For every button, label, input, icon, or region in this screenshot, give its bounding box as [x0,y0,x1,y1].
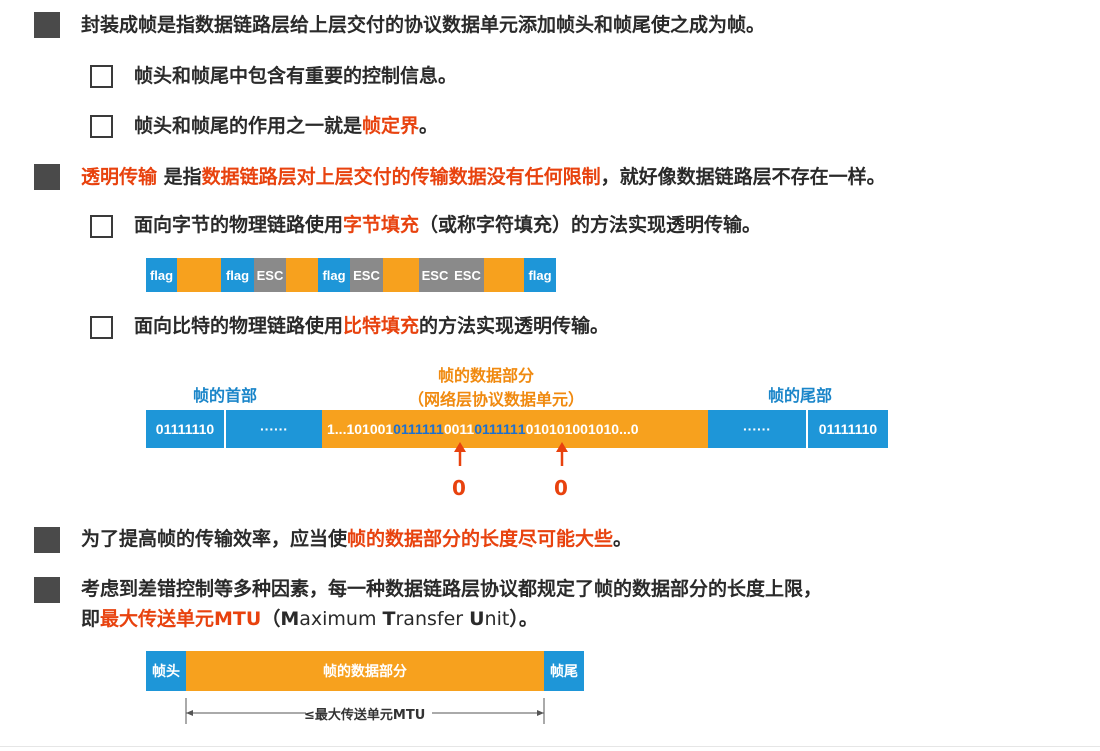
paren-close: ）。 [509,608,538,630]
arrow-head-2 [556,442,568,452]
stuffed-zero-arrows [454,442,568,466]
head-dots: ······ [226,410,322,448]
data-bits-d: 011 [451,421,475,437]
mtu-u: U [469,608,485,630]
bullet-square-icon [34,577,60,603]
bullet1-text: 封装成帧是指数据链路层给上层交付的协议数据单元添加帧头和帧尾使之成为帧。 [81,14,766,36]
stuffed-zero-label-2: 0 [554,476,568,500]
frame-head-label: 帧的首部 [193,386,258,405]
separator [806,410,808,448]
flag-cell: flag [146,258,177,292]
bullet2-sub1: 面向字节的物理链路使用字节填充（或称字符填充）的方法实现透明传输。 [134,212,761,238]
frame-data-label: 帧的数据部分 [438,366,535,385]
frame-tail-label: 帧的尾部 [768,386,833,405]
data-length-highlight: 帧的数据部分的长度尽可能大些 [347,528,614,550]
mtu-arrow-label: ≤最大传送单元MTU [304,708,426,723]
checkbox-icon [90,215,113,238]
bullet1-sub2-pre: 帧头和帧尾的作用之一就是 [134,115,363,137]
data-cell [286,258,318,292]
arrow-head-left [186,710,193,716]
head-flag-bits: 01111110 [146,410,224,448]
bullet2-sub2-post: 的方法实现透明传输。 [419,315,610,337]
transparent-transmission-highlight: 透明传输 [81,166,158,188]
bullet3-text: 为了提高帧的传输效率，应当使帧的数据部分的长度尽可能大些。 [81,526,632,552]
data-bits-f: 1 [517,421,526,437]
bullet4-line1: 考虑到差错控制等多种因素，每一种数据链路层协议都规定了帧的数据部分的长度上限， [81,578,823,600]
mtu-m: M [280,608,300,630]
bullet2-mid: 是指 [157,166,202,188]
esc-cell: ESC [451,258,484,292]
bullet2-text: 透明传输 是指数据链路层对上层交付的传输数据没有任何限制，就好像数据链路层不存在… [81,164,886,190]
paren-open: （ [261,608,281,630]
bullet4-line2: 即最大传送单元MTU（Maximum Transfer Unit）。 [81,606,538,632]
data-cell [484,258,524,292]
mtu-t-rest: ransfer [395,608,470,630]
bullet4-pre: 即 [81,608,101,630]
esc-cell: ESC [350,258,383,292]
byte-stuffing-highlight: 字节填充 [343,214,420,236]
bullet-square-icon [34,12,60,38]
bullet3-post: 。 [613,528,633,550]
mtu-t: T [382,608,396,630]
checkbox-icon [90,65,113,88]
bullet2-sub1-pre: 面向字节的物理链路使用 [134,214,344,236]
bullet1-sub2-post: 。 [419,115,439,137]
data-cell [177,258,221,292]
mtu-frame-tail: 帧尾 [544,651,584,691]
frame-delimiting-highlight: 帧定界 [362,115,420,137]
mtu-m-rest: aximum [299,608,383,630]
mtu-u-rest: nit [484,608,510,630]
stuffed-zero-2: 0 [525,421,534,437]
tail-flag-bits: 01111110 [808,410,888,448]
bottom-divider [0,746,1100,747]
esc-cell: ESC [254,258,286,292]
data-bits-h: 10101001010...0 [533,421,639,437]
bullet2-sub2: 面向比特的物理链路使用比特填充的方法实现透明传输。 [134,313,609,339]
mtu-frame-data: 帧的数据部分 [186,651,544,691]
tail-dots: ······ [708,410,806,448]
mtu-frame-strip: 帧头 帧的数据部分 帧尾 [146,651,584,691]
bullet2-post: ，就好像数据链路层不存在一样。 [600,166,886,188]
bullet-square-icon [34,164,60,190]
bullet2-sub2-pre: 面向比特的物理链路使用 [134,315,344,337]
checkbox-icon [90,316,113,339]
checkbox-icon [90,115,113,138]
stuffed-zero-label-1: 0 [452,476,466,500]
bullet2-sub1-post: （或称字符填充）的方法实现透明传输。 [419,214,762,236]
flag-cell: flag [221,258,254,292]
arrow-head-1 [454,442,466,452]
no-restriction-highlight: 数据链路层对上层交付的传输数据没有任何限制 [201,166,601,188]
data-bits-a: 1...101001 [327,421,394,437]
byte-stuffing-strip: flag flag ESC flag ESC ESC ESC flag [146,258,556,292]
data-bits-e: 011111 [474,421,518,437]
esc-cell: ESC [419,258,451,292]
mtu-frame-head: 帧头 [146,651,186,691]
arrow-head-right [537,710,544,716]
bullet1-sub1: 帧头和帧尾中包含有重要的控制信息。 [134,65,458,87]
bullet3-pre: 为了提高帧的传输效率，应当使 [81,528,348,550]
data-cell [383,258,419,292]
mtu-highlight: 最大传送单元MTU [100,608,262,630]
data-bits-b: 0111111 [393,421,444,437]
frame-data-sublabel: （网络层协议数据单元） [408,390,585,409]
bullet1-sub2: 帧头和帧尾的作用之一就是帧定界。 [134,113,438,139]
flag-cell: flag [524,258,556,292]
mtu-span-arrow [185,698,545,724]
bit-stuffing-highlight: 比特填充 [343,315,420,337]
stuffed-zero-1: 0 [443,421,452,437]
separator [224,410,226,448]
bullet-square-icon [34,527,60,553]
flag-cell: flag [318,258,350,292]
